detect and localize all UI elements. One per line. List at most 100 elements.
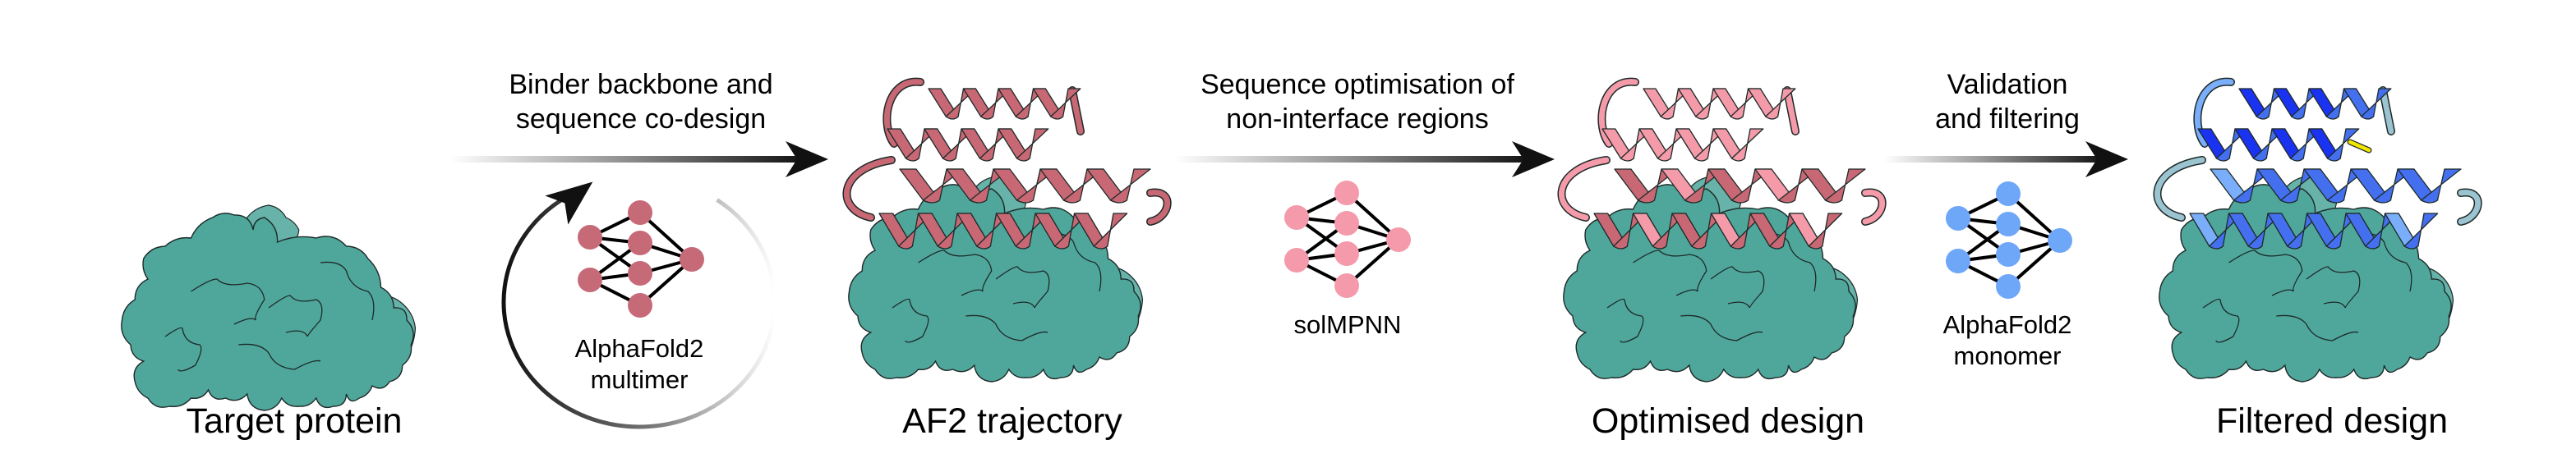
- filtered-binder-helix-2: [2197, 128, 2360, 162]
- step-label-codesign-line2: sequence co-design: [516, 103, 766, 135]
- trajectory-binder-helix-3-ribbon-back: [969, 168, 1011, 204]
- panels: [121, 77, 2482, 411]
- filtered-binder-helix-4: [2189, 213, 2439, 250]
- filtered-target-surface-contour: [2306, 266, 2361, 309]
- trajectory-binder-loop: [883, 79, 924, 147]
- trajectory-target-surface-contour: [918, 250, 993, 296]
- network-node: [628, 261, 652, 286]
- filtered-binder-helix-4-ribbon-back: [2403, 213, 2439, 250]
- filtered-target-surface-contour: [2357, 232, 2412, 292]
- optimised-binder-helix-4-ribbon-back: [1769, 213, 1804, 250]
- trajectory-target-surface-contour: [965, 314, 1048, 341]
- filtered-target-surface-contour: [2202, 298, 2240, 343]
- target-target-surface-contour: [320, 261, 375, 321]
- arrow-seqopt: [1175, 141, 1555, 177]
- step-label-codesign-line1: Binder backbone and: [509, 69, 772, 100]
- optimised-binder-helix-4-ribbon-back: [1808, 213, 1843, 250]
- model-label-af2-monomer-line2: monomer: [1954, 341, 2062, 370]
- target-target-surface: [121, 213, 414, 411]
- arrow-shaft: [450, 156, 804, 163]
- panel-filtered: [2153, 77, 2482, 383]
- optimised-binder-helix-1-ribbon-back: [1730, 88, 1762, 120]
- filtered-binder-helix-3-ribbon-back: [2420, 168, 2462, 204]
- network-node: [1946, 206, 1970, 231]
- network-node: [1996, 242, 2021, 267]
- arrow-validation: [1884, 141, 2128, 177]
- network-node: [1334, 273, 1359, 298]
- network-node: [1334, 181, 1359, 205]
- network-node: [1946, 249, 1970, 273]
- target-target-surface-contour: [238, 343, 321, 370]
- network-node: [578, 225, 602, 250]
- filtered-binder-helix-3-ribbon-back: [2326, 168, 2368, 204]
- filtered-binder-helix-2-ribbon-back: [2289, 128, 2323, 162]
- filtered-binder-helix-4-ribbon-back: [2365, 213, 2399, 250]
- optimised-binder-loop: [1598, 79, 1638, 147]
- optimised-binder-helix-4-ribbon-back: [1652, 213, 1687, 250]
- filtered-binder-helix-4-ribbon-back: [2209, 213, 2243, 250]
- model-label-solmpnn: solMPNN: [1294, 310, 1402, 339]
- trajectory-binder-loop: [844, 157, 895, 221]
- filtered-binder-helix-2-ribbon-back: [2326, 128, 2360, 162]
- network-node: [1334, 211, 1359, 236]
- panel-label-optimised: Optimised design: [1592, 401, 1864, 441]
- optimised-binder-helix-2-ribbon-back: [1657, 128, 1690, 162]
- model-label-af2-multimer-line2: multimer: [591, 365, 689, 394]
- step-label-validation-line2: and filtering: [1935, 103, 2080, 135]
- filtered-binder-loop: [2458, 190, 2482, 225]
- step-arrows: [450, 141, 2128, 177]
- filtered-binder-helix-1-ribbon-back: [2291, 88, 2322, 120]
- optimised-target-surface-contour: [1680, 314, 1763, 341]
- optimised-binder-helix-1-ribbon-back: [1660, 88, 1692, 120]
- target-target-surface-contour: [164, 327, 202, 372]
- trajectory-binder-helix-1: [928, 88, 1081, 120]
- optimised-binder-helix-2-ribbon-back: [1730, 128, 1764, 162]
- trajectory-binder-helix-2-ribbon-back: [905, 128, 938, 162]
- model-label-af2-monomer-line1: AlphaFold2: [1943, 310, 2072, 339]
- trajectory-binder-helix-2-ribbon-back: [1016, 128, 1049, 162]
- optimised-binder-helix-3-ribbon-back: [1730, 168, 1772, 204]
- trajectory-binder-helix-4-ribbon-back: [937, 213, 972, 250]
- network-node: [628, 293, 652, 318]
- trajectory-binder-loop: [1147, 190, 1171, 225]
- filtered-binder-helix-3-ribbon-back: [2233, 168, 2274, 204]
- optimised-target-surface-contour: [1606, 298, 1644, 343]
- trajectory-binder-helix-4-ribbon-back: [898, 213, 933, 250]
- filtered-target-surface-contour: [2276, 314, 2359, 341]
- network-node: [680, 247, 704, 272]
- arrow-head-icon: [786, 141, 828, 177]
- filtered-binder-helix-2-ribbon-back: [2215, 128, 2249, 162]
- filtered-binder-helix-2-ribbon-back: [2252, 128, 2286, 162]
- trajectory-binder-helix-4-ribbon-back: [1093, 213, 1128, 250]
- network-node: [1284, 248, 1309, 273]
- filtered-binder-helix-1: [2238, 88, 2392, 120]
- optimised-binder-loop: [1862, 190, 1886, 225]
- target-target-surface-contour: [268, 295, 323, 337]
- network-node: [628, 231, 652, 255]
- trajectory-binder-helix-4-ribbon-back: [1054, 213, 1089, 250]
- filtered-binder-helix-3: [2210, 168, 2462, 204]
- optimised-binder-helix-3: [1614, 168, 1866, 204]
- trajectory-target-surface-contour: [892, 298, 929, 343]
- filtered-binder-loop: [2380, 87, 2394, 135]
- optimised-binder-helix-1: [1643, 88, 1796, 120]
- step-label-seqopt-line2: non-interface regions: [1226, 103, 1488, 135]
- trajectory-binder-helix-1-ribbon-back: [1015, 88, 1047, 120]
- arrow-shaft: [1884, 156, 2104, 163]
- trajectory-binder-helix-3-ribbon-back: [922, 168, 964, 204]
- filtered-binder-helix-3-ribbon-back: [2279, 168, 2321, 204]
- arrow-codesign: [450, 141, 828, 177]
- network-node: [578, 268, 602, 292]
- trajectory-binder-helix-1-ribbon-back: [945, 88, 977, 120]
- panel-target: [121, 204, 417, 411]
- model-labels: AlphaFold2 multimer solMPNN AlphaFold2 m…: [575, 310, 2072, 394]
- network-node: [1996, 274, 2021, 299]
- panel-trajectory: [842, 77, 1172, 383]
- trajectory-binder-helix-2-ribbon-back: [979, 128, 1012, 162]
- network-node: [1996, 181, 2021, 206]
- network-codesign: [501, 181, 777, 429]
- panel-label-target: Target protein: [187, 401, 403, 441]
- trajectory-binder-loop: [1069, 87, 1084, 135]
- filtered-binder-helix-4-ribbon-back: [2287, 213, 2321, 250]
- trajectory-binder-helix-3: [899, 168, 1151, 204]
